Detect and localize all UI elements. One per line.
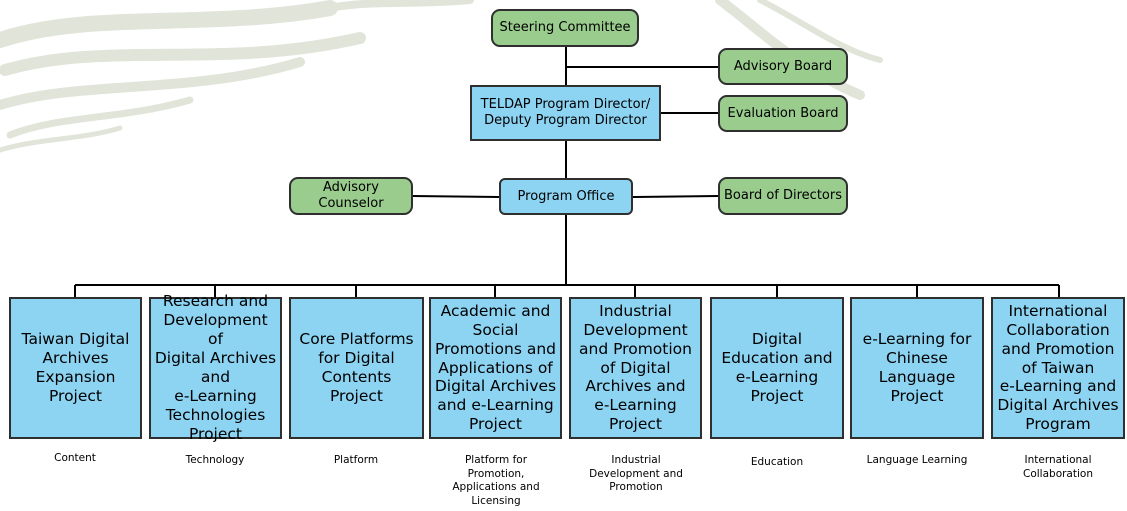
connector-to-board-of-directors — [631, 195, 719, 198]
program-director-box: TELDAP Program Director/ Deputy Program … — [470, 85, 661, 141]
evaluation-board-box: Evaluation Board — [718, 95, 848, 132]
category-label: Language Learning — [866, 454, 968, 466]
project-title: Core Platforms for Digital Contents Proj… — [299, 330, 414, 405]
project-title: Industrial Development and Promotion of … — [579, 301, 692, 434]
project-box-international: International Collaboration and Promotio… — [991, 297, 1125, 439]
category-label: Platform — [333, 454, 379, 466]
program-office-label: Program Office — [517, 188, 615, 204]
project-title: e-Learning for Chinese Language Project — [862, 330, 972, 405]
evaluation-board-label: Evaluation Board — [727, 105, 839, 121]
program-director-label: TELDAP Program Director/ Deputy Program … — [480, 97, 651, 128]
advisory-board-box: Advisory Board — [718, 48, 848, 85]
category-label: Platform for Promotion, Applications and… — [452, 454, 540, 507]
project-title: International Collaboration and Promotio… — [997, 301, 1119, 434]
project-title: Research and Development of Digital Arch… — [154, 292, 277, 443]
category-label: Technology — [185, 454, 245, 466]
project-box-content: Taiwan Digital Archives Expansion Projec… — [9, 297, 142, 439]
board-of-directors-box: Board of Directors — [718, 177, 848, 215]
steering-committee-label: Steering Committee — [499, 20, 631, 36]
category-label: Industrial Development and Promotion — [589, 454, 683, 494]
category-label: Education — [750, 456, 804, 468]
program-office-box: Program Office — [499, 178, 633, 215]
category-label: International Collaboration — [1023, 454, 1093, 480]
project-box-platform: Core Platforms for Digital Contents Proj… — [289, 297, 424, 439]
project-box-education: Digital Education and e-Learning Project — [710, 297, 844, 439]
project-box-promotion: Academic and Social Promotions and Appli… — [429, 297, 562, 439]
advisory-board-label: Advisory Board — [733, 58, 833, 74]
project-title: Digital Education and e-Learning Project — [721, 330, 833, 405]
project-title: Taiwan Digital Archives Expansion Projec… — [21, 330, 130, 405]
project-box-language: e-Learning for Chinese Language Project — [850, 297, 984, 439]
project-title: Academic and Social Promotions and Appli… — [434, 301, 557, 434]
project-box-industrial: Industrial Development and Promotion of … — [569, 297, 702, 439]
category-label: Content — [54, 452, 96, 464]
advisory-counselor-box: Advisory Counselor — [289, 177, 413, 215]
advisory-counselor-label: Advisory Counselor — [318, 180, 384, 211]
board-of-directors-label: Board of Directors — [724, 188, 842, 204]
steering-committee-box: Steering Committee — [491, 9, 639, 47]
connector-to-advisory-counselor — [411, 195, 500, 198]
project-box-technology: Research and Development of Digital Arch… — [149, 292, 282, 443]
